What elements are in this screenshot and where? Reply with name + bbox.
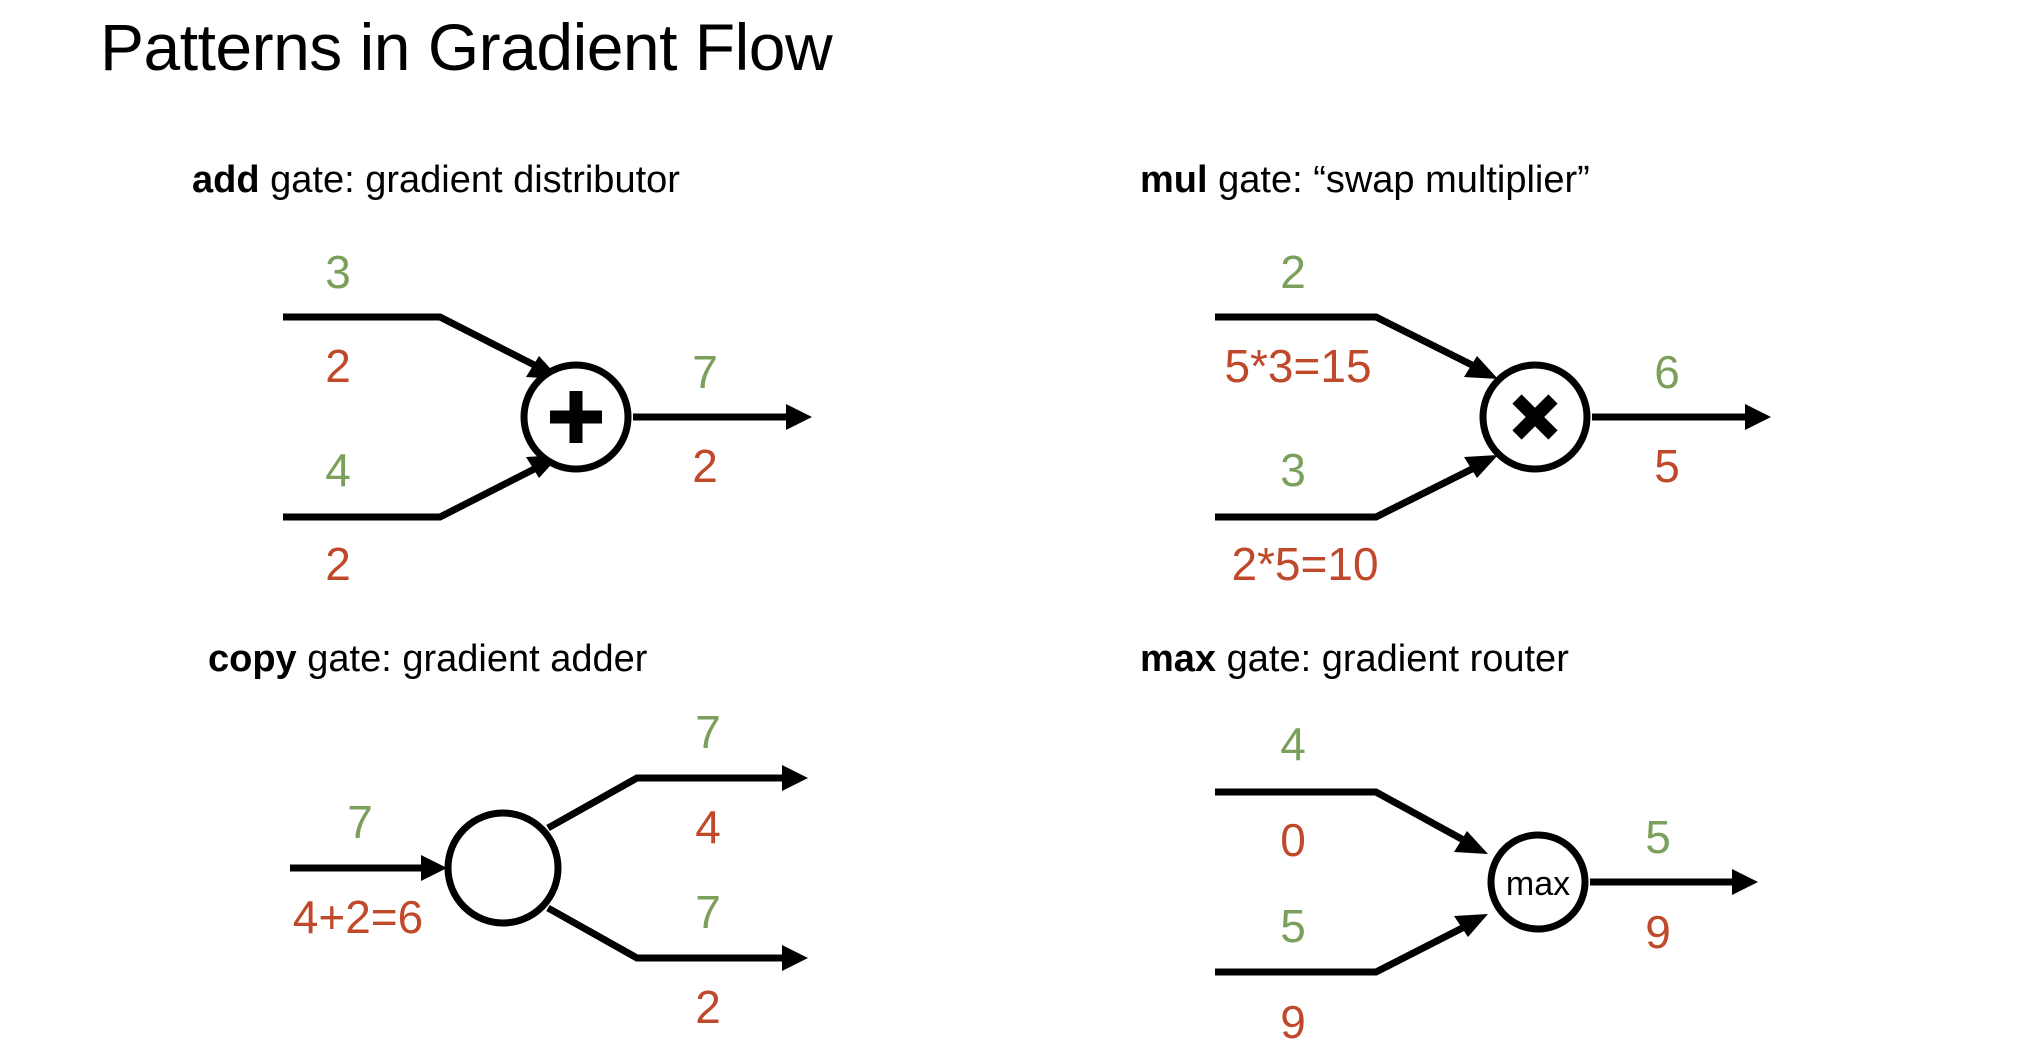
diagram-mul-gate: 2 5*3=15 3 2*5=10 6 5: [1180, 230, 1820, 590]
value-input-bottom-gradient: 9: [1280, 996, 1306, 1048]
value-output-gradient: 5: [1654, 440, 1680, 492]
multiply-icon-stroke2: [1512, 394, 1558, 440]
diagram-copy-gate: 7 4+2=6 7 4 7 2: [230, 700, 870, 1040]
value-input-top-forward: 4: [1280, 718, 1306, 770]
gate-name-add: add: [192, 159, 260, 201]
wire-input-top: [1215, 313, 1490, 377]
arrowhead-input: [421, 855, 447, 881]
value-input-top-forward: 3: [325, 246, 351, 298]
value-input-top-forward: 2: [1280, 246, 1306, 298]
value-output-bottom-gradient: 2: [695, 981, 721, 1033]
gate-desc-max: gate: gradient router: [1216, 638, 1569, 680]
arrowhead-input-top: [1464, 356, 1498, 379]
value-output-gradient: 2: [692, 440, 718, 492]
gate-name-max: max: [1140, 638, 1217, 680]
panel-heading-copy: copy gate: gradient adder: [208, 637, 647, 683]
value-output-forward: 5: [1645, 811, 1671, 863]
value-output-forward: 7: [692, 346, 718, 398]
wire-input-bottom: [283, 457, 552, 521]
value-input-bottom-gradient: 2*5=10: [1231, 538, 1378, 590]
page-title: Patterns in Gradient Flow: [100, 10, 833, 84]
value-input-top-gradient: 2: [325, 340, 351, 392]
gate-desc-mul: gate: “swap multiplier”: [1207, 159, 1590, 201]
node-max-label: max: [1506, 865, 1570, 903]
gate-desc-copy: gate: gradient adder: [296, 638, 648, 680]
value-input-bottom-forward: 5: [1280, 900, 1306, 952]
gate-name-copy: copy: [208, 638, 297, 680]
node-max-circle: [1487, 831, 1589, 933]
value-input-bottom-forward: 3: [1280, 444, 1306, 496]
value-input-bottom-gradient: 2: [325, 538, 351, 590]
gate-desc-add: gate: gradient distributor: [259, 159, 680, 201]
value-input-bottom-forward: 4: [325, 444, 351, 496]
wire-output-bottom: [546, 904, 790, 962]
arrowhead-output-bottom: [782, 945, 808, 971]
panel-heading-max: max gate: gradient router: [1140, 637, 1569, 683]
wire-input-top: [1215, 788, 1480, 852]
arrowhead-input-bottom: [1464, 455, 1498, 478]
wire-input-bottom: [1215, 916, 1480, 976]
panel-heading-mul: mul gate: “swap multiplier”: [1140, 158, 1590, 204]
arrowhead-input-top: [1454, 831, 1488, 854]
value-input-top-gradient: 0: [1280, 814, 1306, 866]
arrowhead-output-top: [782, 765, 808, 791]
panel-heading-add: add gate: gradient distributor: [192, 158, 680, 204]
arrowhead-input-bottom: [1454, 914, 1488, 937]
value-input-top-gradient: 5*3=15: [1224, 340, 1371, 392]
gate-name-mul: mul: [1140, 159, 1208, 201]
value-output-bottom-forward: 7: [695, 886, 721, 938]
diagram-add-gate: 3 2 4 2 7 2: [250, 230, 870, 590]
value-input-gradient: 4+2=6: [293, 891, 423, 943]
wire-output-top: [546, 774, 790, 832]
value-output-top-forward: 7: [695, 706, 721, 758]
arrowhead-output: [1732, 869, 1758, 895]
arrowhead-output: [1745, 404, 1771, 430]
wire-input-top: [283, 313, 552, 377]
value-output-gradient: 9: [1645, 906, 1671, 958]
value-input-forward: 7: [347, 796, 373, 848]
diagram-max-gate: max 4 0 5 9 5 9: [1180, 700, 1820, 1048]
node-copy-circle: [444, 809, 562, 927]
value-output-forward: 6: [1654, 346, 1680, 398]
arrowhead-output: [786, 404, 812, 430]
wire-input-bottom: [1215, 457, 1490, 521]
value-output-top-gradient: 4: [695, 801, 721, 853]
